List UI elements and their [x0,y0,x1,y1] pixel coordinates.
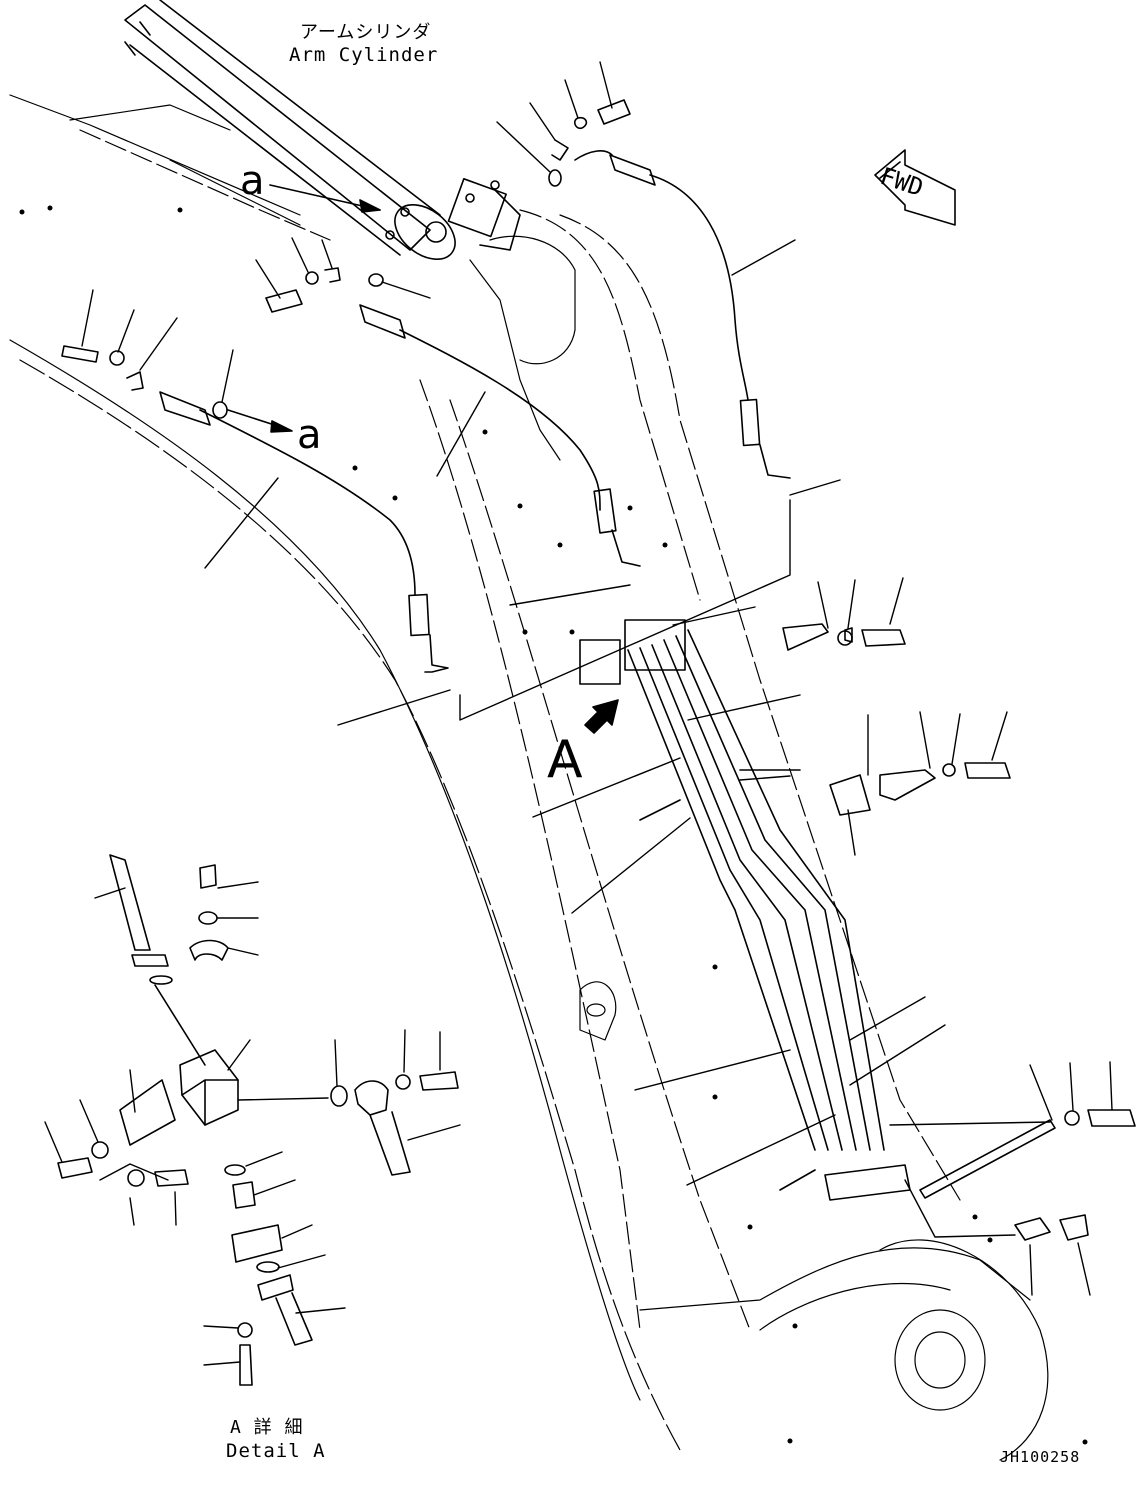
bolt-top-left [61,345,228,419]
view-a-arrow [584,699,619,734]
clamp-set-right-mid [942,762,1011,779]
detail-a-leaders [44,881,461,1366]
callout-a-arrow-mid [227,409,293,433]
detail-a-japanese: A 詳 細 [230,1417,304,1438]
detail-a-english: Detail A [226,1440,326,1462]
view-a-label: A [547,730,583,790]
detail-a-assembly [57,854,459,1386]
bolt-top-middle [265,267,384,313]
title-english: Arm Cylinder [289,44,439,66]
hose-upper-middle [359,304,641,567]
clamp-set-right-top [837,627,906,647]
pipe-bundle [579,619,1056,1201]
callout-a-top: a [240,158,265,204]
callout-a-arrow-top [269,184,381,213]
hose-upper-left [159,391,449,673]
clamp-set-right-low [1014,1109,1136,1241]
leader-lines [81,61,1113,1296]
arm-cylinder [124,0,521,260]
callout-a-middle: a [297,412,322,458]
boom-structure [9,94,1049,1461]
drawing-id: JH100258 [1000,1448,1081,1466]
structure-fasteners [19,205,1088,1445]
fwd-indicator [874,149,956,226]
title-japanese: アームシリンダ [300,22,432,43]
bolt-top-right [548,99,631,187]
hose-upper-right [574,150,791,479]
